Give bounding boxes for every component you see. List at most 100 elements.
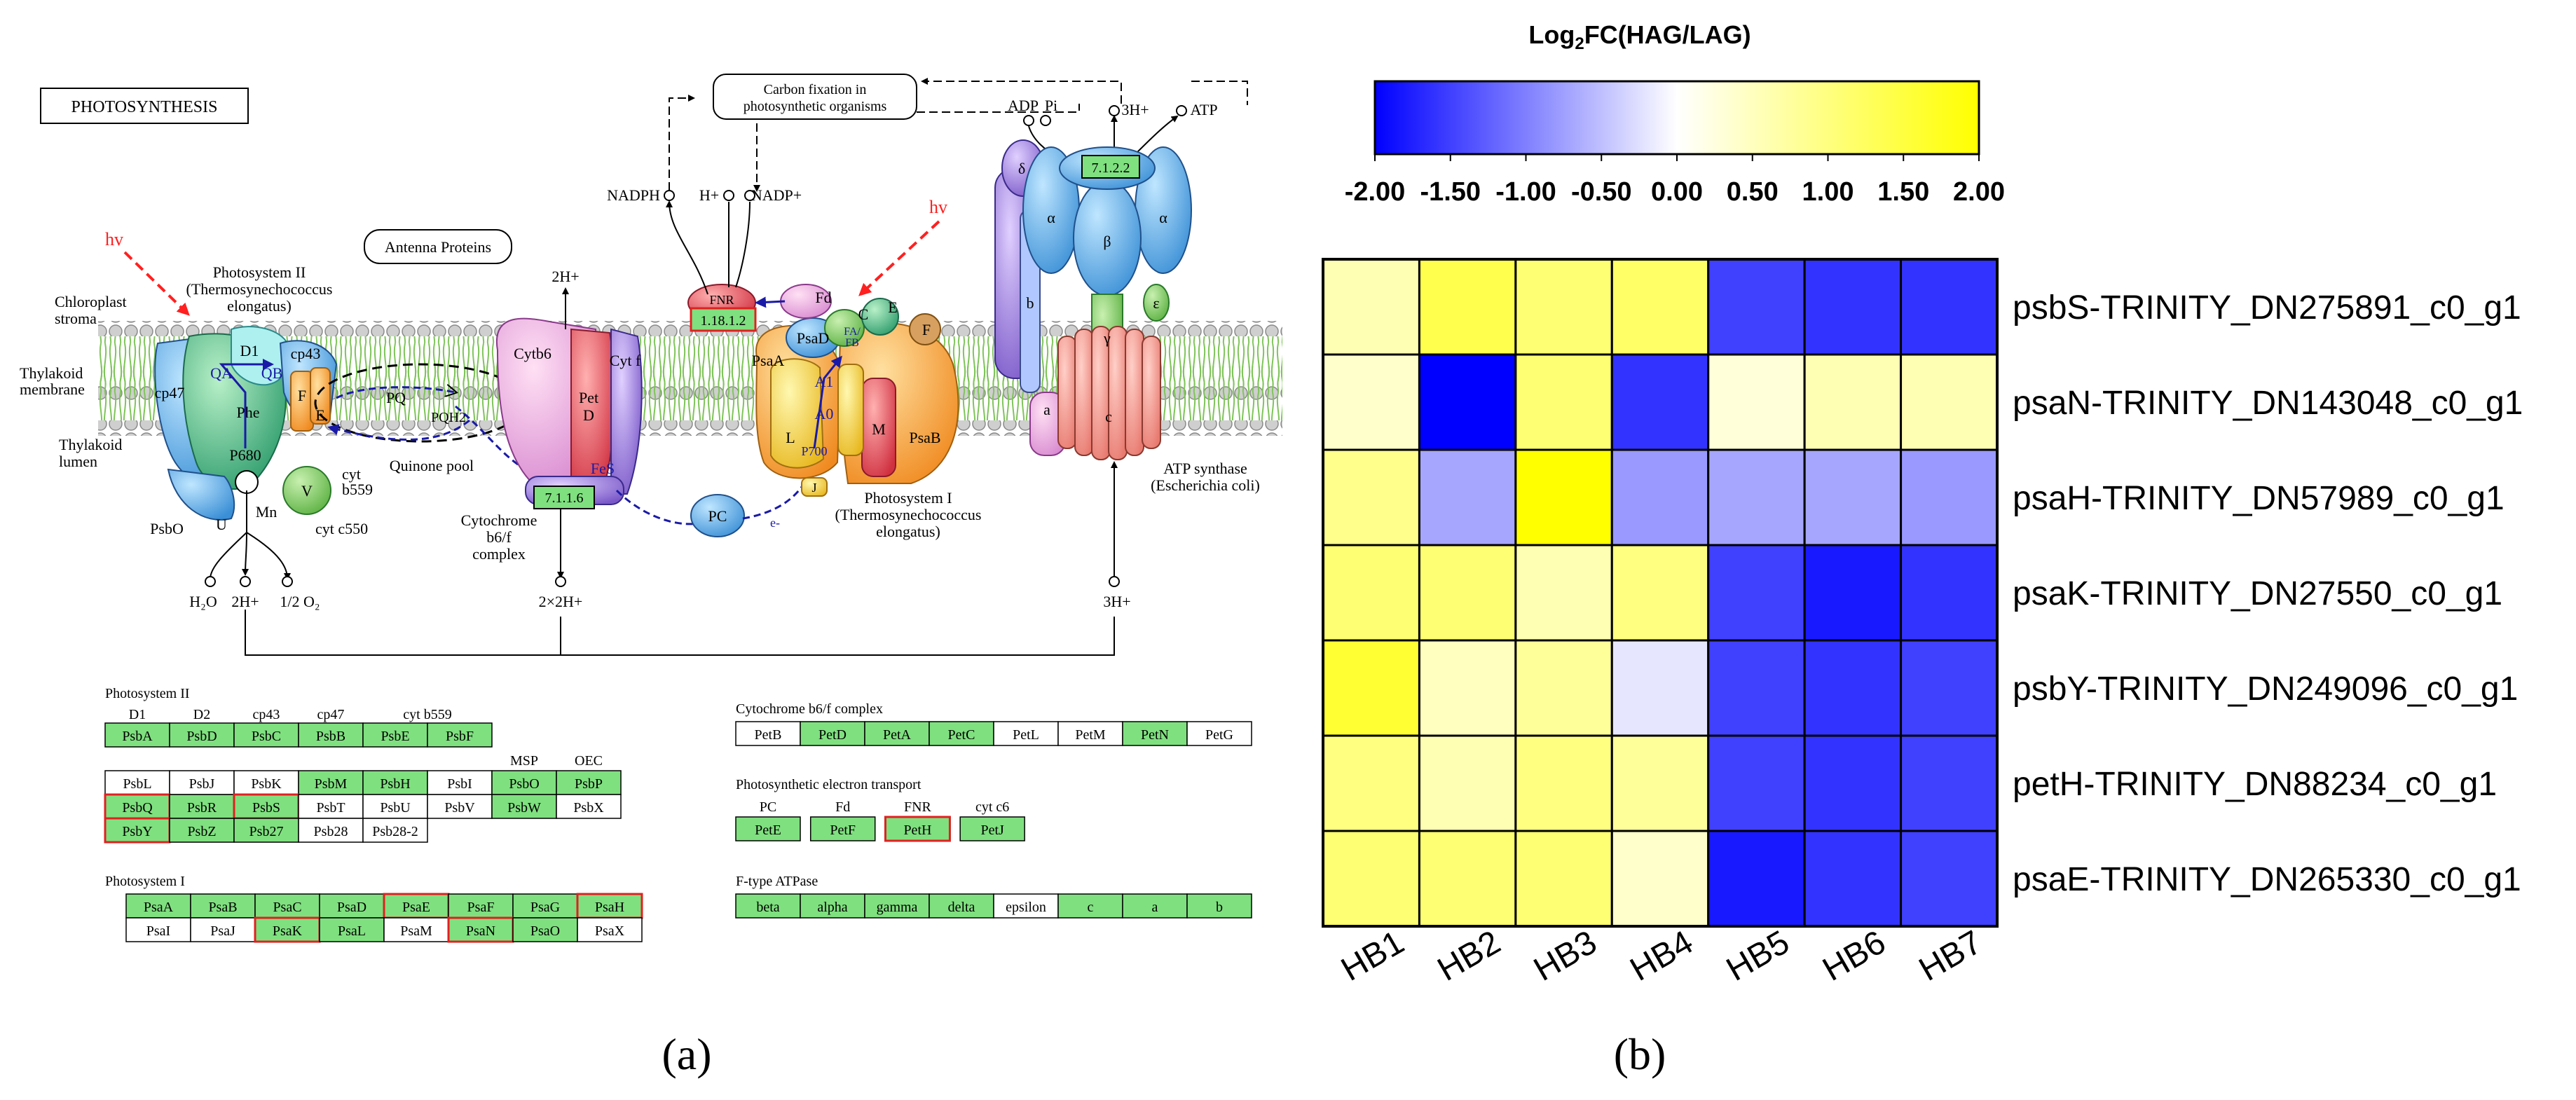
heatmap-cell-hb4-row4 xyxy=(1610,544,1710,642)
gene-box-psbh[interactable]: PsbH xyxy=(362,770,428,795)
gene-box-psak[interactable]: PsaK xyxy=(254,916,321,943)
gene-box-psae[interactable]: PsaE xyxy=(383,893,450,919)
gene-box-psan[interactable]: PsaN xyxy=(447,916,514,943)
gene-label: PetG xyxy=(1205,727,1233,743)
gene-box-psad[interactable]: PsaD xyxy=(319,893,385,919)
heatmap-cell-hb7-row6 xyxy=(1900,734,1999,832)
gene-box-psbz[interactable]: PsbZ xyxy=(169,818,235,843)
gene-box-psbx[interactable]: PsbX xyxy=(556,794,622,819)
gene-box-c[interactable]: c xyxy=(1057,893,1123,919)
svg-text:cp43: cp43 xyxy=(291,345,321,362)
gene-label: PsaJ xyxy=(210,923,235,939)
gene-box-petg[interactable]: PetG xyxy=(1186,721,1252,746)
gene-box-psac[interactable]: PsaC xyxy=(254,893,320,919)
legend-text: F-type ATPase xyxy=(736,874,818,889)
legend-text: FNR xyxy=(904,799,932,815)
gene-box-petf[interactable]: PetF xyxy=(809,816,876,841)
gene-box-psaj[interactable]: PsaJ xyxy=(190,917,256,942)
gene-box-psbj[interactable]: PsbJ xyxy=(169,770,235,795)
gene-label: PsaH xyxy=(595,900,624,915)
gene-label: PsbR xyxy=(187,800,217,816)
antenna-proteins-box[interactable]: Antenna Proteins xyxy=(364,229,512,264)
gene-box-psbk[interactable]: PsbK xyxy=(233,770,299,795)
gene-label: gamma xyxy=(877,900,918,915)
gene-box-psbw[interactable]: PsbW xyxy=(491,794,557,819)
gene-box-psai[interactable]: PsaI xyxy=(125,917,191,942)
gene-box-psb27[interactable]: Psb27 xyxy=(233,818,299,843)
gene-box-pete[interactable]: PetE xyxy=(735,816,801,841)
svg-text:lumen: lumen xyxy=(59,453,97,470)
gene-label: c xyxy=(1088,900,1094,915)
heatmap-cell-hb1-row6 xyxy=(1322,734,1420,832)
gene-box-beta[interactable]: beta xyxy=(735,893,801,919)
gene-box-petl[interactable]: PetL xyxy=(993,721,1059,746)
gene-box-psbv[interactable]: PsbV xyxy=(427,794,493,819)
gene-box-petc[interactable]: PetC xyxy=(929,721,994,746)
gene-box-psbl[interactable]: PsbL xyxy=(104,770,170,795)
gene-box-psbd[interactable]: PsbD xyxy=(169,722,235,748)
gene-box-psba[interactable]: PsbA xyxy=(104,722,170,748)
gene-box-psag[interactable]: PsaG xyxy=(512,893,578,919)
gene-label: PetE xyxy=(755,823,781,838)
gene-box-psbb[interactable]: PsbB xyxy=(298,722,364,748)
gene-box-psaf[interactable]: PsaF xyxy=(448,893,514,919)
svg-text:membrane: membrane xyxy=(20,380,85,398)
gene-box-psbf[interactable]: PsbF xyxy=(427,722,493,748)
gene-box-petm[interactable]: PetM xyxy=(1057,721,1123,746)
gene-label: PetA xyxy=(883,727,912,743)
heatmap-row-label: petH-TRINITY_DN88234_c0_g1 xyxy=(2013,766,2497,803)
gene-box-psal[interactable]: PsaL xyxy=(319,917,385,942)
gene-box-psb28-2[interactable]: Psb28-2 xyxy=(362,818,428,843)
gene-label: PsbI xyxy=(447,776,472,792)
gene-box-petj[interactable]: PetJ xyxy=(959,816,1025,841)
gene-box-psbc[interactable]: PsbC xyxy=(233,722,299,748)
gene-box-psbp[interactable]: PsbP xyxy=(556,770,622,795)
gene-box-psaa[interactable]: PsaA xyxy=(125,893,191,919)
gene-box-psah[interactable]: PsaH xyxy=(576,893,643,919)
gene-box-alpha[interactable]: alpha xyxy=(800,893,865,919)
gene-box-psby[interactable]: PsbY xyxy=(104,817,171,844)
gene-box-psbt[interactable]: PsbT xyxy=(298,794,364,819)
gene-box-psam[interactable]: PsaM xyxy=(383,917,449,942)
gene-box-psab[interactable]: PsaB xyxy=(190,893,256,919)
gene-label: b xyxy=(1216,900,1223,915)
gene-box-a[interactable]: a xyxy=(1122,893,1188,919)
gene-box-epsilon[interactable]: epsilon xyxy=(993,893,1059,919)
gene-box-psbo[interactable]: PsbO xyxy=(491,770,557,795)
gene-box-psax[interactable]: PsaX xyxy=(577,917,643,942)
gene-label: PsbJ xyxy=(189,776,215,792)
legend-text: Fd xyxy=(835,799,850,815)
svg-text:FA/: FA/ xyxy=(844,326,861,338)
gene-box-b[interactable]: b xyxy=(1186,893,1252,919)
heatmap-cell-hb5-row1 xyxy=(1707,258,1806,356)
gene-box-petd[interactable]: PetD xyxy=(800,721,865,746)
svg-text:U: U xyxy=(216,516,227,533)
gene-box-petb[interactable]: PetB xyxy=(735,721,801,746)
gene-box-peta[interactable]: PetA xyxy=(864,721,930,746)
gene-box-delta[interactable]: delta xyxy=(929,893,994,919)
gene-box-psb28[interactable]: Psb28 xyxy=(298,818,364,843)
gene-box-psao[interactable]: PsaO xyxy=(512,917,578,942)
photosystem-ii: Photosystem II (Thermosynechococcus elon… xyxy=(150,263,373,537)
cytochrome-b6f: Cytb6 Pet D Cyt f FeS 7.1.1.6 2H+ Cytoch… xyxy=(461,268,643,563)
gene-box-psbr[interactable]: PsbR xyxy=(169,794,235,819)
gene-box-psbm[interactable]: PsbM xyxy=(298,770,364,795)
gene-label: PsaI xyxy=(146,923,170,939)
gene-box-psbu[interactable]: PsbU xyxy=(362,794,428,819)
gene-box-petn[interactable]: PetN xyxy=(1122,721,1188,746)
gene-box-psbi[interactable]: PsbI xyxy=(427,770,493,795)
atp-ec-box[interactable] xyxy=(1081,155,1140,179)
heatmap-cell-hb7-row4 xyxy=(1900,544,1999,642)
gene-box-gamma[interactable]: gamma xyxy=(864,893,930,919)
gene-box-peth[interactable]: PetH xyxy=(884,816,951,842)
heatmap-cell-hb7-row3 xyxy=(1900,448,1999,546)
heatmap-cell-hb5-row6 xyxy=(1707,734,1806,832)
svg-text:Chloroplast: Chloroplast xyxy=(55,293,127,310)
carbon-fixation-box[interactable]: Carbon fixation in photosynthetic organi… xyxy=(713,74,1248,120)
gene-label: PsbF xyxy=(446,729,474,744)
gene-box-psbq[interactable]: PsbQ xyxy=(104,793,171,820)
gene-box-psbs[interactable]: PsbS xyxy=(233,793,300,820)
fnr-ec-box[interactable] xyxy=(690,307,757,332)
gene-box-psbe[interactable]: PsbE xyxy=(362,722,428,748)
